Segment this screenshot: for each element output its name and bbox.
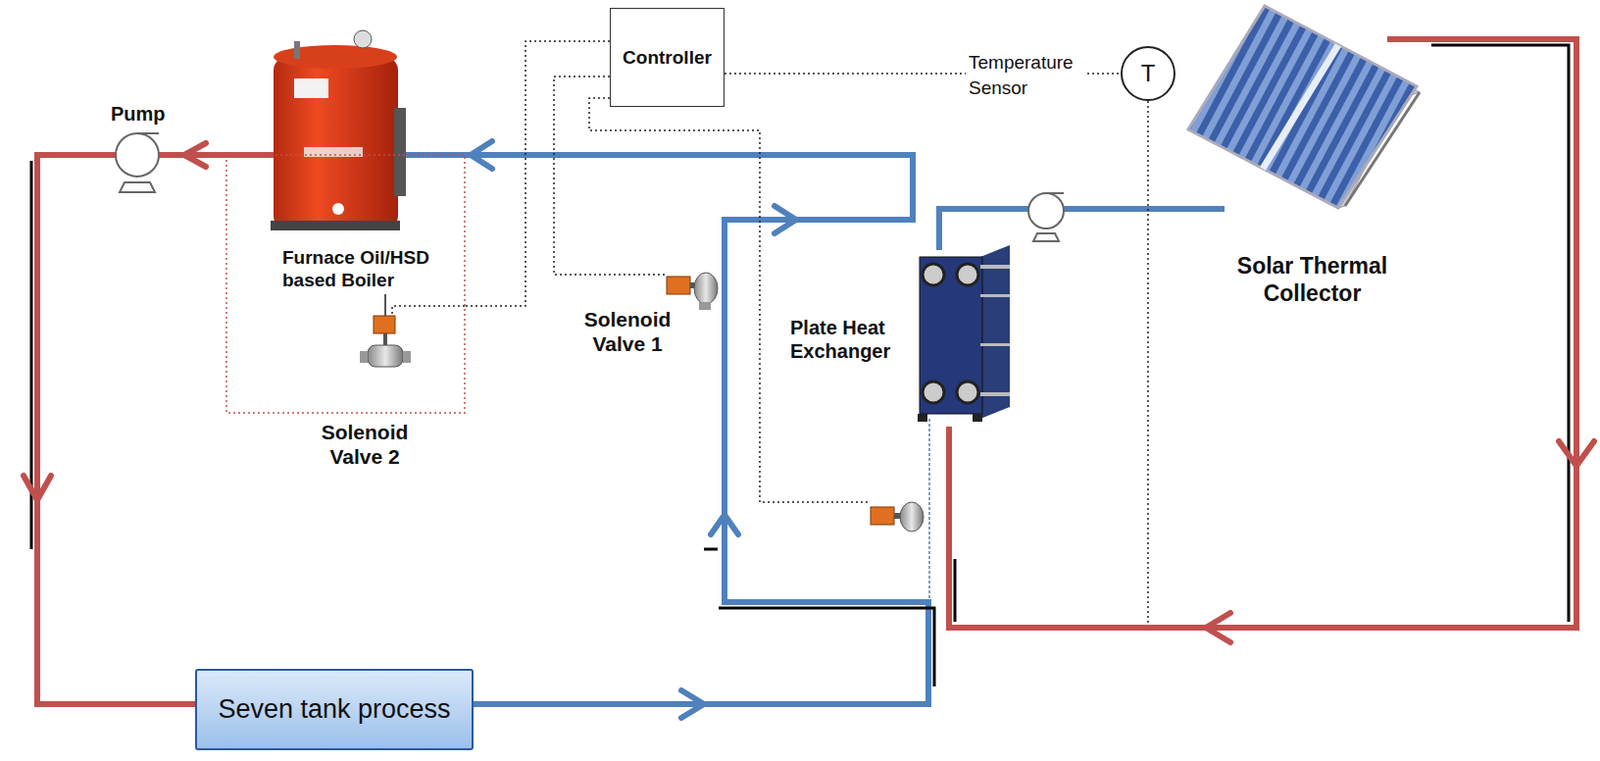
pump [1028, 193, 1064, 242]
collector-label: Solar Thermal Collector [1211, 252, 1413, 307]
pipe-shadow-part [953, 558, 957, 622]
cold-pipe-part [939, 208, 1029, 250]
solenoid-valve-part [666, 276, 691, 295]
control-wire-part [1147, 100, 1150, 624]
hot-pipe-part [158, 151, 276, 158]
solenoid-valve [666, 272, 718, 310]
boiler-part [394, 107, 406, 197]
solenoid-valve [359, 315, 411, 367]
control-wire-part [589, 98, 871, 502]
boiler [270, 30, 406, 231]
plate-heat-exchanger-part [922, 263, 945, 286]
plate-heat-exchanger-part [922, 381, 945, 403]
boiler-part [273, 45, 398, 69]
plate-heat-exchanger-part [980, 343, 1010, 347]
solar-collector [1188, 5, 1420, 208]
solar-collector-part [1262, 45, 1339, 169]
solenoid-valve-part [359, 350, 368, 363]
cold-pipe-part [398, 154, 929, 704]
plate-heat-exchanger-part [980, 264, 1010, 269]
solar-collector-part [1188, 5, 1417, 208]
boiler-part [273, 56, 399, 230]
pipe-shadow-part [718, 607, 935, 687]
cold-pipe-part [1063, 205, 1225, 212]
valve-label: Solenoid Valve 1 [576, 306, 679, 356]
pump-part [1033, 233, 1059, 242]
pump-part [1028, 193, 1064, 229]
solenoid-valve-part [373, 315, 396, 334]
pipe-shadow [703, 549, 935, 687]
flow-arrow [23, 141, 1595, 718]
pump-label: Pump [110, 101, 166, 126]
pump-part [137, 132, 159, 135]
solenoid-valve-part [383, 333, 388, 346]
plate-heat-exchanger-part [972, 413, 983, 422]
controller-box: Controller [609, 7, 725, 107]
plate-heat-exchanger-part [980, 294, 1010, 298]
plate-heat-exchanger [917, 245, 1010, 422]
boiler-part [294, 78, 329, 99]
boiler-part [270, 220, 400, 231]
pump [115, 133, 159, 193]
plate-heat-exchanger-part [956, 381, 979, 403]
flow-arrow-part [681, 690, 704, 718]
drain-line [928, 418, 931, 602]
solenoid-valve-part [694, 272, 718, 304]
plate-heat-exchanger-part [980, 245, 1010, 419]
hot-pipe-part [37, 154, 200, 704]
cold-pipe [398, 154, 1225, 704]
valve-stem [384, 294, 387, 316]
plate-heat-exchanger-part [917, 413, 928, 422]
pipe-shadow-part [703, 548, 718, 551]
pipe-shadow-part [1431, 45, 1569, 622]
control-wire-part [464, 41, 610, 306]
temperature-sensor: T [1120, 46, 1176, 101]
solenoid-valve-part [870, 506, 895, 525]
flow-arrow-part [774, 205, 797, 234]
solenoid-valve [870, 501, 924, 532]
flow-arrow-part [1558, 441, 1595, 466]
boiler-part [332, 202, 345, 215]
pump-part [115, 133, 159, 177]
solenoid-valve-part [367, 345, 403, 367]
plate-heat-exchanger-part [980, 392, 1010, 397]
valve-label: Solenoid Valve 2 [309, 419, 420, 469]
pump-part [1046, 192, 1064, 195]
flow-arrow-part [23, 475, 51, 500]
boiler-label: Furnace Oil/HSD based Boiler [282, 247, 469, 293]
plate-heat-exchanger-part [956, 263, 979, 286]
flow-arrow-part [710, 514, 739, 535]
node-text: Controller [622, 47, 712, 69]
heat-exchanger-label: Plate Heat Exchanger [790, 315, 912, 363]
process-box: Seven tank process [195, 668, 474, 750]
control-wire-part [392, 305, 465, 316]
flow-arrow-part [1205, 612, 1231, 643]
boiler-part [294, 41, 300, 59]
node-text: T [1141, 59, 1156, 88]
solenoid-valve-part [900, 501, 924, 532]
solenoid-valve-part [402, 350, 411, 363]
sensor-label: Temperature Sensor [965, 49, 1088, 101]
pump-part [119, 182, 155, 193]
plate-heat-exchanger-part [919, 256, 983, 414]
node-text: Seven tank process [217, 694, 450, 725]
control-wire [392, 41, 1149, 624]
boiler-part [353, 30, 372, 49]
flow-arrow-part [184, 143, 206, 167]
solenoid-valve-part [699, 301, 711, 310]
flow-arrow-part [470, 141, 493, 169]
